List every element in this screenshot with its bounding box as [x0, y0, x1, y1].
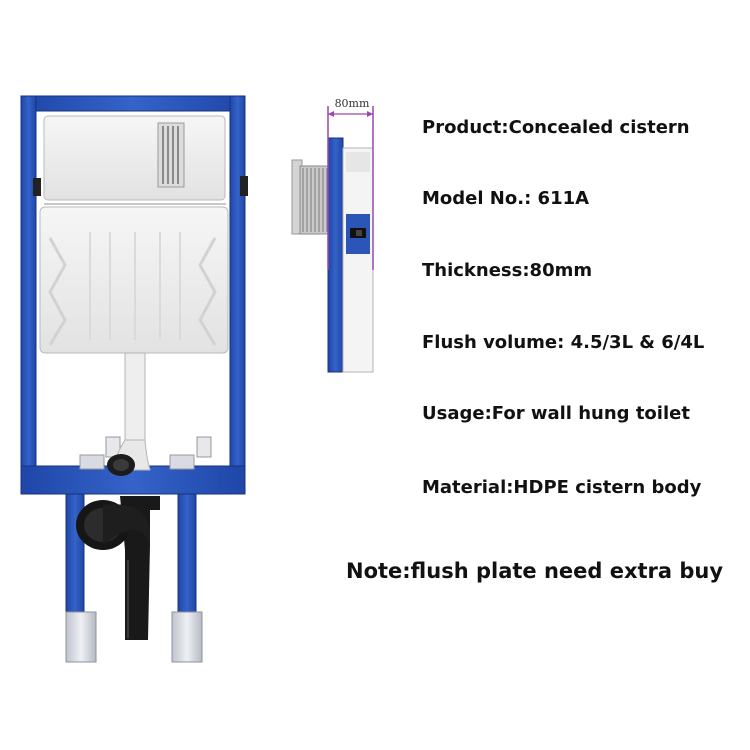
- drain-elbow: [76, 496, 160, 640]
- spec-flush-volume: Flush volume: 4.5/3L & 6/4L: [422, 332, 705, 353]
- spec-thickness: Thickness:80mm: [422, 260, 593, 281]
- spec-usage: Usage:For wall hung toilet: [422, 403, 690, 424]
- purchase-note: Note:flush plate need extra buy: [346, 559, 724, 583]
- side-view: [291, 106, 374, 373]
- dimension-label: 80mm: [335, 97, 370, 110]
- spec-model-number: Model No.: 611A: [422, 188, 590, 209]
- flush-pipe: [107, 352, 151, 476]
- front-view-frame: [20, 95, 248, 663]
- spec-material: Material:HDPE cistern body: [422, 477, 702, 498]
- cistern-tank: [39, 115, 229, 354]
- spec-product: Product:Concealed cistern: [422, 117, 690, 138]
